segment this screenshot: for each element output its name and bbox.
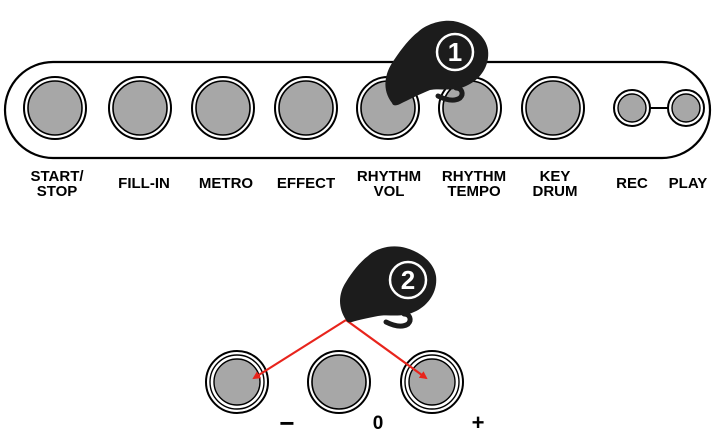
control-panel-frame <box>3 60 712 160</box>
effect-label: EFFECT <box>276 175 336 192</box>
step-1-badge <box>435 32 475 72</box>
step-2-badge <box>388 260 428 300</box>
metro-button[interactable] <box>191 76 255 140</box>
pointing-hand-icon: 1 <box>385 20 489 106</box>
plus-sign-label: + <box>471 410 485 435</box>
arrow-icon <box>252 319 428 380</box>
start-stop-label: START/ STOP <box>30 168 84 200</box>
pointing-hand-icon: 2 <box>340 246 437 329</box>
effect-button[interactable] <box>274 76 338 140</box>
rhythm-vol-label: RHYTHM VOL <box>356 168 422 200</box>
rec-label: REC <box>616 175 648 192</box>
reset-zero-button[interactable] <box>307 350 371 414</box>
minus-sign-label: − <box>279 408 295 438</box>
step-1-number: 1 <box>448 37 462 67</box>
plus-button[interactable] <box>400 350 464 414</box>
key-drum-label: KEY DRUM <box>532 168 578 200</box>
metro-label: METRO <box>198 175 254 192</box>
fill-in-button[interactable] <box>108 76 172 140</box>
adjust-buttons <box>205 350 464 414</box>
play-button[interactable] <box>667 89 705 127</box>
rec-button[interactable] <box>613 89 651 127</box>
arrow-to-minus <box>252 319 347 380</box>
fill-in-label: FILL-IN <box>118 175 170 192</box>
minus-button[interactable] <box>205 350 269 414</box>
rhythm-tempo-label: RHYTHM TEMPO <box>441 168 507 200</box>
zero-label: 0 <box>372 413 384 434</box>
key-drum-button[interactable] <box>521 76 585 140</box>
start-stop-button[interactable] <box>23 76 87 140</box>
arrow-to-plus <box>345 319 428 380</box>
panel-buttons <box>23 76 705 140</box>
play-label: PLAY <box>668 175 708 192</box>
step-2-number: 2 <box>401 265 415 295</box>
